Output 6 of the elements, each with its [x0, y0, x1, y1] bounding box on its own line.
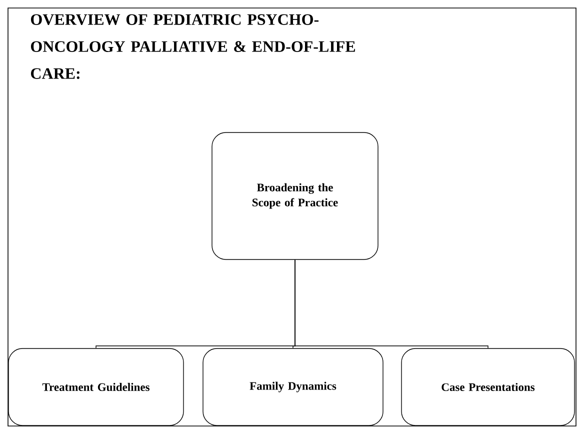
process-box: Case Presentations: [401, 348, 575, 426]
process-box: Treatment Guidelines: [8, 348, 184, 426]
process-box: Family Dynamics: [202, 348, 384, 426]
process-box: Broadening the Scope of Practice: [212, 132, 378, 260]
connector: [294, 259, 488, 348]
title: OVERVIEW OF PEDIATRIC PSYCHO-ONCOLOGY PALLIATIVE & END-OF-LIFE CARE:: [31, 14, 355, 79]
